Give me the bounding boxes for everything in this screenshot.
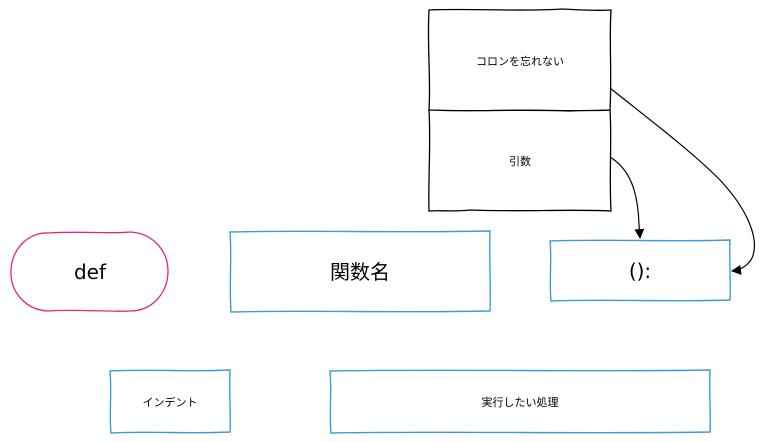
colon-to-parens-arrow (609, 87, 756, 275)
function-name-label: 関数名 (330, 260, 390, 284)
args-note-label: 引数 (509, 154, 531, 168)
def-keyword-label: def (74, 260, 107, 284)
parens-colon-label: (): (629, 259, 651, 283)
body-node: 実行したい処理 (329, 369, 711, 434)
def-keyword-node: def (10, 231, 169, 312)
indent-node: インデント (109, 369, 231, 434)
colon-note: コロンを忘れない (427, 8, 612, 112)
colon-note-label: コロンを忘れない (476, 54, 564, 68)
args-note: 引数 (428, 109, 612, 212)
function-name-node: 関数名 (229, 230, 491, 313)
args-to-parens-arrow (609, 156, 645, 239)
indent-label: インデント (143, 395, 198, 409)
body-label: 実行したい処理 (482, 395, 559, 409)
parens-colon-node: (): (549, 239, 731, 302)
